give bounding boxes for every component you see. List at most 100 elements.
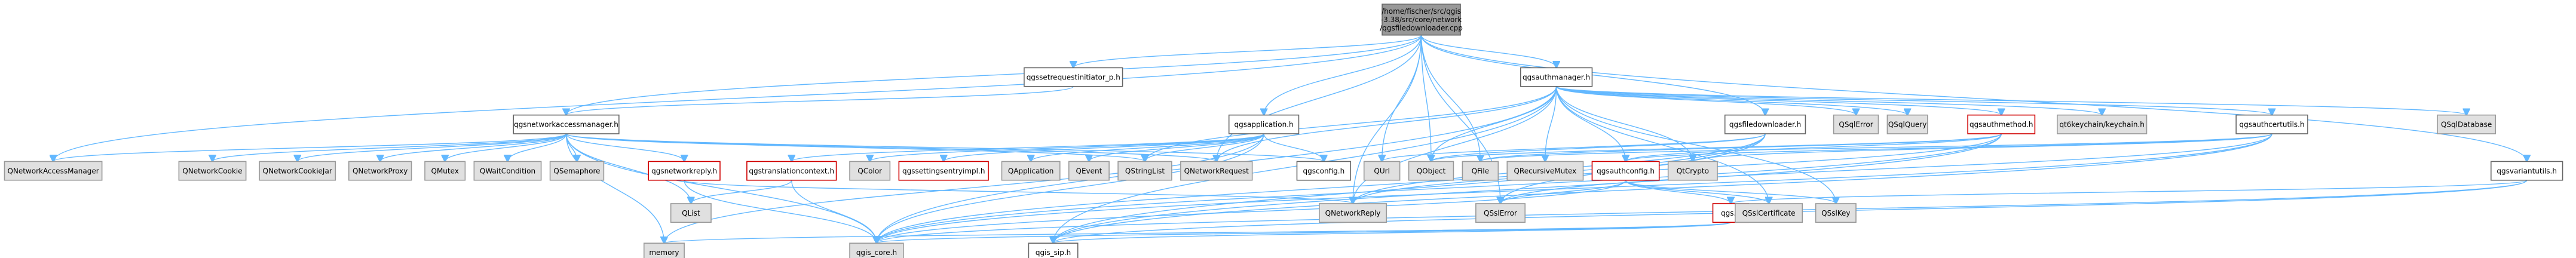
node-label: QSslError: [1484, 209, 1517, 217]
node-qgsapplication[interactable]: qgsapplication.h: [1228, 114, 1300, 134]
node-qgsauthmethod[interactable]: qgsauthmethod.h: [1967, 114, 2036, 134]
node-label: QSslKey: [1821, 209, 1850, 217]
edge-qgsnetworkaccessmanager-to-QNetworkCookie: [213, 133, 567, 161]
edge-qgsauthmanager-to-QNetworkReply: [1353, 86, 1557, 204]
edge-qgsauthmanager-to-qgsauthcertutils: [1555, 86, 2272, 115]
node-box: [1001, 161, 1061, 181]
edge-qgsauthmanager-to-QNetworkRequest: [1217, 86, 1557, 162]
node-qgsauthcertutils[interactable]: qgsauthcertutils.h: [2235, 114, 2308, 134]
node-qgsnetworkreply[interactable]: qgsnetworkreply.h: [648, 161, 721, 181]
node-QSqlQuery: QSqlQuery: [1886, 114, 1928, 134]
node-QMutex: QMutex: [424, 161, 466, 181]
node-label: qgis_sip.h: [1036, 248, 1071, 257]
node-label: QWaitCondition: [480, 167, 535, 175]
node-label: QNetworkReply: [1325, 209, 1381, 217]
edge-qgsnetworkaccessmanager-to-QNetworkCookieJar: [298, 133, 567, 161]
node-label: /qgsfiledownloader.cpp: [1380, 24, 1463, 32]
node-box: [849, 242, 904, 258]
node-box: [898, 161, 989, 181]
node-qgssetrequestinitiator[interactable]: qgssetrequestinitiator_p.h: [1024, 67, 1123, 87]
edge-root-to-QUrl: [1382, 35, 1422, 162]
node-qgsnetworkaccessmanager[interactable]: qgsnetworkaccessmanager.h: [513, 114, 620, 134]
edge-qgsauthmanager-to-QSqlDatabase: [1555, 86, 2467, 115]
node-qgsauthmanager[interactable]: qgsauthmanager.h: [1520, 67, 1593, 87]
node-box: [2437, 114, 2497, 134]
edge-root-to-qgssetrequestinitiator: [1073, 35, 1422, 68]
edge-qgsauthconfig-to-QSslKey: [1625, 180, 1836, 204]
edge-qgsnetworkaccessmanager-to-QMutex: [445, 133, 567, 161]
node-root[interactable]: /home/fischer/src/qgis-3.38/src/core/net…: [1380, 4, 1463, 36]
node-QUrl: QUrl: [1363, 161, 1401, 181]
edge-qgsauthmanager-to-QSqlError: [1555, 86, 1856, 115]
edge-root-to-QNetworkAccessManager: [53, 35, 1422, 162]
node-qgsvariantutils[interactable]: qgsvariantutils.h: [2490, 161, 2563, 181]
node-box: [1520, 67, 1593, 87]
edge-qgsapplication-to-qgssettingsentryimpl: [944, 133, 1264, 161]
node-label: QNetworkCookie: [182, 167, 242, 175]
node-QtCrypto: QtCrypto: [1667, 161, 1718, 181]
node-box: [1180, 161, 1253, 181]
edge-root-to-QObject: [1420, 35, 1431, 162]
edge-qgsauthmanager-to-QSqlQuery: [1555, 86, 1908, 115]
edge-qgsauthmethod-to-QFile: [1480, 133, 2002, 161]
edge-qgsapplication-to-QColor: [870, 133, 1264, 161]
node-box: [2490, 161, 2563, 181]
node-label: QNetworkAccessManager: [7, 167, 99, 175]
node-box: [1024, 67, 1123, 87]
node-box: [513, 114, 620, 134]
node-box: [1967, 114, 2036, 134]
node-box: [648, 161, 721, 181]
edge-qgsnetworkreply-to-QNetworkReply: [684, 180, 1353, 204]
edge-qgsnetworkaccessmanager-to-qgis_core: [565, 133, 877, 243]
edge-qgssetrequestinitiator-to-qgsnetworkaccessmanager: [566, 86, 1074, 115]
node-box: [1296, 161, 1352, 181]
node-label: QMutex: [431, 167, 459, 175]
node-qgsauthconfig[interactable]: qgsauthconfig.h: [1591, 161, 1660, 181]
node-qgsconfig[interactable]: qgsconfig.h: [1296, 161, 1352, 181]
edge-qgsauthcertutils-to-qgsauthconfig: [1626, 133, 2272, 161]
node-qgssettingsentryimpl[interactable]: qgssettingsentryimpl.h: [898, 161, 989, 181]
node-QNetworkReply: QNetworkReply: [1319, 203, 1387, 223]
node-box: [1506, 161, 1584, 181]
edge-qgsnetworkaccessmanager-to-QNetworkRequest: [565, 133, 1217, 161]
node-qgis_sip[interactable]: qgis_sip.h: [1028, 242, 1079, 258]
node-qgsfiledownloader_h[interactable]: qgsfiledownloader.h: [1724, 114, 1806, 134]
node-qgstranslationcontext[interactable]: qgstranslationcontext.h: [746, 161, 837, 181]
node-box: [1724, 114, 1806, 134]
node-box: [178, 161, 247, 181]
edge-qgsfiledownloader_h-to-qgis_core: [877, 133, 1766, 243]
node-label: QNetworkRequest: [1184, 167, 1249, 175]
edge-qgsfiledownloader_h-to-qgis_sip: [1053, 133, 1766, 243]
node-box: [549, 161, 605, 181]
node-QNetworkCookieJar: QNetworkCookieJar: [259, 161, 336, 181]
edge-qgsauthcertutils-to-qgis_core: [877, 133, 2272, 243]
node-box: [1735, 203, 1803, 223]
node-box: [2235, 114, 2308, 134]
node-label: QStringList: [1125, 167, 1165, 175]
node-label: qgsconfig.h: [1303, 167, 1345, 175]
node-box: [1462, 161, 1499, 181]
edge-qgsauthmethod-to-qgis_core: [877, 133, 2002, 243]
edge-root-to-qgsauthmanager: [1420, 35, 1557, 68]
edge-qgsapplication-to-QStringList: [1145, 133, 1264, 161]
node-label: qgssettingsentryimpl.h: [902, 167, 985, 175]
node-QSqlError: QSqlError: [1833, 114, 1879, 134]
edge-qgstranslationcontext-to-qgis_core: [791, 180, 877, 243]
node-label: qgssetrequestinitiator_p.h: [1027, 73, 1120, 81]
edge-qgsauthconfig-to-qgis_core: [877, 180, 1627, 243]
node-box: [849, 161, 891, 181]
node-label: qgsfiledownloader.h: [1729, 121, 1801, 129]
edge-qgsauthmanager-to-qt6keychain: [1555, 86, 2102, 115]
edge-qgsvariantutils-to-qgis_core: [877, 180, 2528, 243]
node-box: [424, 161, 466, 181]
node-box: [1228, 114, 1300, 134]
node-QStringList: QStringList: [1117, 161, 1172, 181]
edge-qgsauthcertutils-to-QSslError: [1500, 133, 2272, 204]
edge-root-to-qgsapplication: [1264, 35, 1422, 115]
node-label: qgis_core.h: [856, 248, 897, 257]
node-label: QNetworkCookieJar: [263, 167, 332, 175]
node-label: QApplication: [1008, 167, 1054, 175]
edge-root-to-QNetworkRequest: [1217, 35, 1422, 162]
edges-layer: [53, 35, 2527, 243]
